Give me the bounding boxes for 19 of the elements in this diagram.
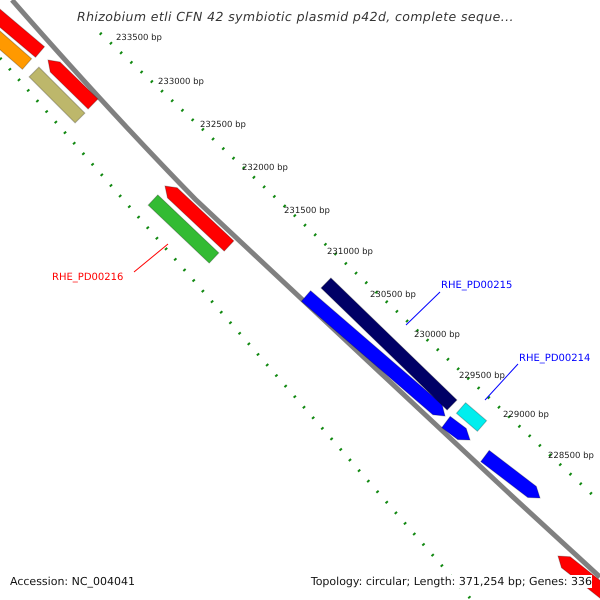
leader-line: [406, 292, 440, 326]
gene-label: RHE_PD00214: [519, 353, 590, 364]
tick-label: 229500 bp: [459, 371, 505, 381]
leader-line: [134, 244, 168, 272]
topology-text: Topology: circular; Length: 371,254 bp; Genes: 336: [310, 575, 592, 588]
tick-label: 233000 bp: [158, 77, 204, 87]
tick-label: 230000 bp: [414, 330, 460, 340]
tick-label: 230500 bp: [370, 290, 416, 300]
gene-label: RHE_PD00216: [52, 272, 124, 283]
tick-label: 231500 bp: [284, 206, 330, 216]
tick-label: 228500 bp: [548, 451, 594, 461]
tick-label: 232500 bp: [200, 120, 246, 130]
gene-label: RHE_PD00215: [441, 280, 512, 291]
map-title: Rhizobium etli CFN 42 symbiotic plasmid p42d, complete seque...: [77, 9, 514, 24]
leader-line: [484, 364, 518, 400]
tick-label: 233500 bp: [116, 33, 162, 43]
gene-bar: [456, 402, 488, 432]
gene-bar: [148, 194, 220, 264]
accession-text: Accession: NC_004041: [10, 575, 136, 588]
